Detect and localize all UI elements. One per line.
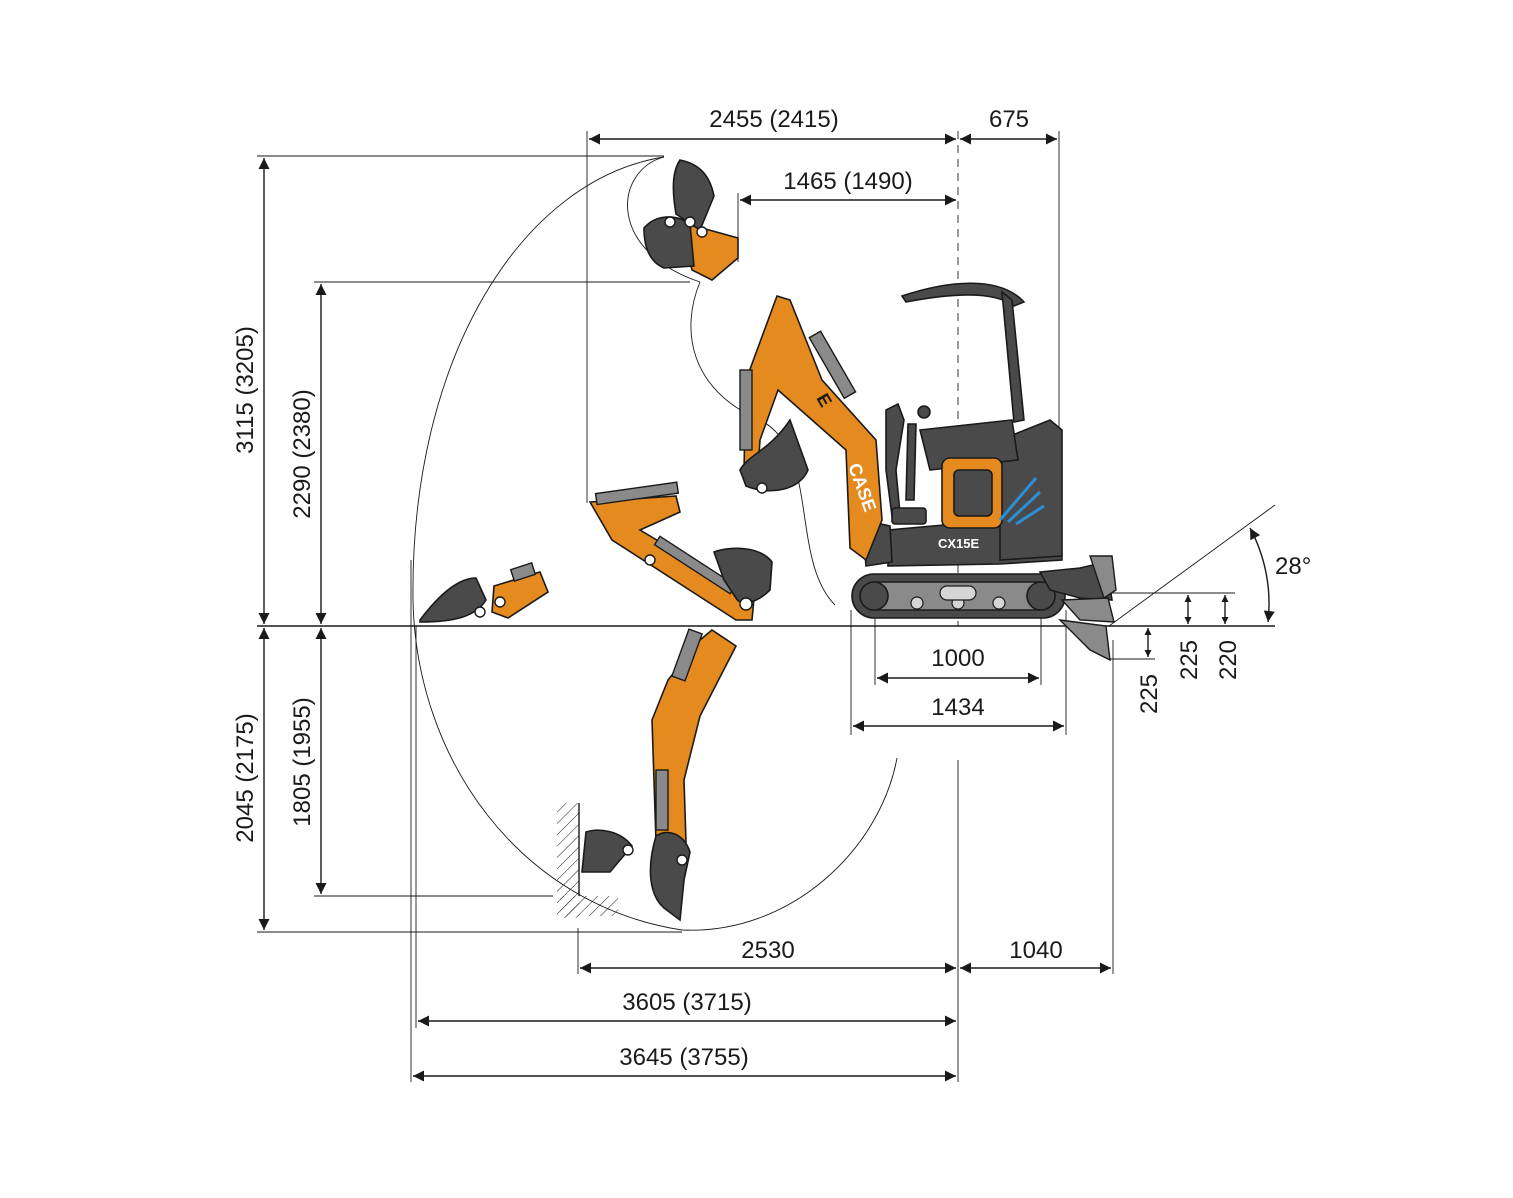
label-blade-lift: 225 (1176, 640, 1203, 680)
bucket-top-lower (643, 216, 695, 269)
bucket-reach (419, 577, 487, 623)
roller (992, 596, 1006, 610)
arm-depth-cylinder (670, 628, 704, 682)
label-top-reach: 2455 (2415) (709, 106, 838, 133)
pivot-pin (676, 854, 688, 866)
dimension-arrows (258, 133, 1275, 1082)
label-track-total: 1434 (931, 694, 984, 721)
accent-stripe (1015, 504, 1045, 526)
track-frame-slot (939, 585, 977, 601)
joystick-knob (917, 405, 931, 419)
label-wall-depth: 1805 (1955) (289, 697, 316, 826)
floor-hatch (560, 896, 618, 916)
pivot-pin (664, 216, 676, 228)
pivot-pin (644, 554, 656, 566)
pivot-pin (494, 596, 506, 608)
dimension-labels: 2455 (2415) 675 1465 (1490) 3115 (3205) … (232, 106, 1311, 1071)
bucket-middle (712, 547, 773, 604)
label-dig-height: 3115 (3205) (232, 326, 259, 454)
arm-depth-rod (655, 769, 669, 831)
pivot-pin (696, 226, 708, 238)
accent-stripe (1006, 490, 1042, 524)
canopy-pillar (1001, 290, 1025, 423)
accent-stripe (998, 477, 1038, 521)
blade-raised (1089, 555, 1117, 600)
arm-position-reach (419, 562, 549, 623)
pivot-pin (756, 482, 768, 494)
arm-position-top (643, 159, 739, 281)
pivot-pin (474, 606, 486, 618)
label-rear-overhang: 675 (989, 106, 1029, 133)
sprocket-wheel (1026, 581, 1056, 611)
label-bottom-reach: 2530 (741, 937, 794, 964)
label-ground-reach: 3605 (3715) (622, 989, 751, 1016)
label-blade-height: 220 (1215, 640, 1242, 680)
arm-middle-cylinder (594, 481, 680, 506)
boom-cylinder (808, 330, 857, 400)
pivot-pin (739, 597, 753, 611)
excavator-machine: CX15E CASE E (739, 282, 1117, 662)
control-lever-right (905, 423, 917, 501)
label-track-ground: 1000 (931, 645, 984, 672)
arm-position-depth (581, 628, 738, 922)
label-swing-radius: 1465 (1490) (783, 168, 912, 195)
blade-lowered (1058, 619, 1111, 662)
outer-envelope-arc (412, 156, 898, 931)
label-blade-reach: 1040 (1009, 937, 1062, 964)
blade-angle-line (1108, 504, 1276, 627)
bucket-depth-wall (581, 829, 634, 873)
seat-base (891, 507, 927, 525)
label-dig-depth: 2045 (2175) (232, 713, 259, 842)
pivot-pin (622, 844, 634, 856)
canopy-roof (900, 282, 1026, 307)
arm-position-middle (588, 481, 773, 621)
arrow-blade-angle (1249, 527, 1275, 623)
blade-arm (1038, 561, 1113, 601)
pivot-pin (684, 216, 696, 228)
wall-hatch (557, 803, 579, 918)
side-window (953, 469, 993, 517)
label-blade-angle: 28° (1275, 553, 1311, 580)
blade-mid (1060, 597, 1115, 623)
model-label: CX15E (938, 536, 980, 551)
label-max-reach: 3645 (3755) (619, 1044, 748, 1071)
roller (910, 596, 924, 610)
label-blade-drop: 225 (1136, 674, 1163, 714)
label-dump-height: 2290 (2380) (289, 389, 316, 518)
arm-reach-cylinder (509, 562, 537, 582)
bucket-depth-deep (649, 831, 691, 922)
idler-wheel (859, 581, 889, 611)
control-lever-left (885, 402, 905, 517)
arm-cylinder (739, 369, 753, 451)
